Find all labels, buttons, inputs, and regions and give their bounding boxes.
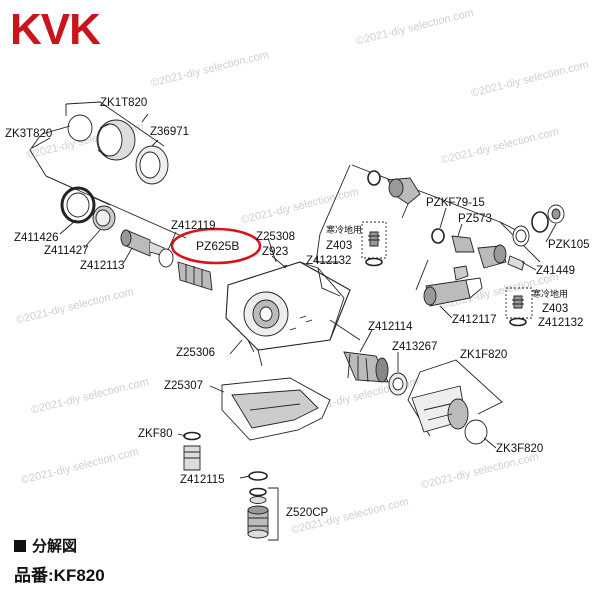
label-z412117: Z412117	[452, 314, 497, 326]
bracket-line	[268, 487, 279, 541]
zk3t820-part	[67, 114, 93, 142]
leader-line	[167, 231, 177, 251]
zk1t820-part	[96, 119, 136, 161]
z403-part-b	[512, 295, 524, 309]
bracket-line	[45, 175, 187, 239]
label-z25306: Z25306	[176, 347, 216, 359]
square-bullet-icon	[14, 540, 26, 552]
z412119-part	[158, 248, 174, 268]
z411427-part	[92, 205, 116, 231]
label-z412119: Z412119	[171, 220, 216, 232]
label-z411426: Z411426	[14, 232, 59, 244]
diagram-title-text: 分解図	[32, 538, 78, 555]
leader-line	[521, 261, 537, 271]
label-z411427: Z411427	[44, 245, 89, 257]
label-z412115: Z412115	[180, 474, 225, 486]
bracket-line	[29, 104, 67, 177]
label-pz573: PZ573	[458, 213, 492, 225]
z520cp-part	[247, 487, 269, 539]
highlight-circle	[170, 227, 262, 265]
pz625b-part	[177, 261, 213, 291]
bracket-line	[419, 359, 503, 415]
label-z403-b: Z403	[542, 303, 569, 315]
diagram-title: 分解図	[14, 539, 77, 554]
label-kanreichi-1: 寒冷地用	[326, 225, 363, 235]
leader-line	[83, 229, 101, 249]
label-zk1f820: ZK1F820	[460, 349, 508, 361]
leader-line	[483, 437, 497, 449]
label-zk3f820: ZK3F820	[496, 443, 544, 455]
leader-line	[271, 255, 287, 269]
leader-line	[439, 305, 453, 319]
label-z413267: Z413267	[392, 341, 438, 353]
bracket-line	[415, 259, 429, 291]
label-z25307: Z25307	[164, 380, 204, 392]
label-z412113: Z412113	[80, 260, 125, 272]
leader-line	[151, 139, 159, 147]
leader-line	[141, 113, 149, 123]
label-zkf80: ZKF80	[138, 428, 173, 440]
zk1f820-part	[411, 385, 469, 433]
leader-line	[457, 223, 463, 237]
z412132-part-b	[509, 317, 527, 327]
leader-line	[545, 223, 557, 243]
pzkf79-15-part	[431, 228, 445, 244]
label-zk1t820: ZK1T820	[100, 97, 148, 109]
label-z412132-b: Z412132	[538, 317, 584, 329]
pzk105-part	[512, 204, 565, 247]
pz573-part	[451, 235, 507, 269]
z411426-part	[60, 186, 96, 224]
leader-line	[123, 247, 133, 263]
leader-line	[177, 433, 187, 437]
leader-line	[439, 207, 447, 229]
leader-line	[59, 219, 77, 235]
z412113-part	[120, 229, 165, 257]
z412117-part	[423, 277, 483, 307]
leader-line	[41, 125, 71, 135]
zk3f820-part	[464, 419, 488, 445]
label-pzk105: PZK105	[548, 239, 590, 251]
z412132-part-a	[365, 257, 383, 267]
zkf80-part	[183, 431, 201, 471]
label-z36971: Z36971	[150, 126, 190, 138]
brand-logo: KVK	[10, 5, 101, 54]
leader-line	[359, 329, 373, 353]
part-number: 品番:KF820	[14, 566, 105, 585]
label-kanreichi-2: 寒冷地用	[532, 289, 569, 299]
z25306-main-body	[225, 261, 361, 367]
z41449-part	[507, 255, 525, 271]
label-z412114: Z412114	[368, 321, 413, 333]
label-pz625b: PZ625B	[196, 239, 240, 253]
z412114-part	[343, 351, 389, 383]
elbow-part-top	[367, 170, 421, 219]
z412115-part	[248, 471, 268, 481]
z403-part-a	[368, 231, 380, 247]
leader-line	[229, 339, 243, 355]
leader-line	[209, 385, 225, 393]
label-z25308: Z25308	[256, 231, 296, 243]
bracket-line	[65, 101, 165, 147]
label-z41449: Z41449	[536, 265, 576, 277]
z413267-part	[388, 372, 408, 396]
label-zk3t820: ZK3T820	[5, 128, 53, 140]
bracket-line	[31, 137, 51, 149]
label-z923: Z923	[262, 246, 289, 258]
label-z520cp: Z520CP	[286, 507, 329, 519]
connector-part	[453, 265, 469, 281]
label-pzkf79-15: PZKF79-15	[426, 197, 485, 209]
label-z403-a: Z403	[326, 240, 353, 252]
label-z412132-a: Z412132	[306, 255, 352, 267]
z25307-part	[221, 377, 331, 441]
z36971-part	[135, 145, 169, 185]
leader-line	[239, 475, 251, 479]
